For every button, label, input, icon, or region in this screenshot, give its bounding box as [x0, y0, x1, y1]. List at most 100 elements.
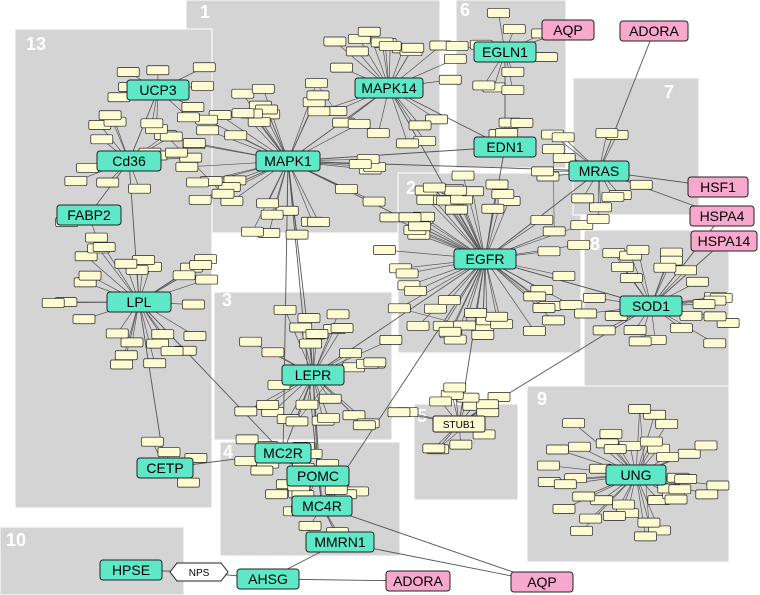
node-MAPK1: MAPK1	[255, 150, 321, 172]
node	[298, 520, 322, 531]
node	[574, 308, 597, 319]
node	[183, 331, 207, 341]
node	[141, 436, 164, 447]
node	[256, 198, 280, 209]
node	[601, 192, 625, 202]
node	[182, 138, 206, 148]
node	[191, 80, 215, 91]
region-label-1: 1	[200, 2, 210, 22]
node	[532, 303, 556, 313]
node	[612, 499, 635, 510]
node	[234, 456, 258, 466]
node-UCP3-box	[126, 79, 190, 101]
node-AQP_top-box	[541, 19, 595, 41]
node	[559, 300, 583, 310]
node-MAPK1-label: MAPK1	[264, 153, 312, 169]
edge-EDN1-EGFR	[484, 146, 506, 260]
edge	[484, 258, 535, 332]
node	[572, 491, 596, 502]
node	[422, 182, 446, 193]
node	[235, 434, 259, 445]
node-AQP_top: AQP	[541, 19, 595, 41]
node-MRAS-box	[568, 160, 630, 182]
node-STUB1: STUB1	[432, 415, 486, 433]
node	[128, 183, 151, 194]
region-label-5: 5	[417, 406, 427, 426]
node	[501, 66, 525, 77]
node-CETP: CETP	[136, 457, 194, 479]
node	[595, 128, 619, 138]
node	[330, 62, 353, 73]
node	[530, 215, 554, 225]
node	[639, 436, 663, 447]
node	[330, 323, 354, 333]
node-MAPK1-box	[255, 150, 321, 172]
node	[523, 326, 546, 336]
node-UNG-box	[605, 464, 667, 486]
node-MMRN1-box	[305, 531, 375, 553]
node-LPL: LPL	[106, 291, 172, 313]
node	[449, 439, 473, 450]
node	[534, 52, 558, 63]
region-label-6: 6	[460, 0, 470, 20]
edge	[472, 191, 486, 260]
node	[159, 131, 183, 142]
region-label-13: 13	[26, 34, 46, 54]
node	[261, 347, 285, 358]
node	[96, 177, 120, 188]
node-SOD1: SOD1	[619, 295, 683, 317]
node	[679, 311, 703, 321]
node	[387, 303, 411, 314]
node-LPL-box	[106, 291, 172, 313]
node	[703, 338, 727, 349]
node	[326, 309, 350, 320]
node	[352, 420, 376, 431]
node	[172, 270, 196, 281]
node	[379, 212, 403, 223]
node	[487, 8, 510, 18]
node-EDN1: EDN1	[473, 136, 537, 158]
node	[76, 162, 99, 173]
node-AQP_top-label: AQP	[553, 22, 583, 38]
edge	[284, 309, 314, 376]
node	[378, 41, 402, 51]
edge-MAPK1-EGFR	[287, 160, 486, 260]
node	[450, 194, 474, 205]
node	[299, 338, 322, 349]
node	[487, 392, 511, 402]
node	[247, 116, 271, 127]
node-ADORA_bot: ADORA	[385, 570, 451, 592]
edge-LPL-MC2R	[138, 301, 284, 454]
node	[305, 328, 329, 339]
node	[603, 511, 626, 521]
node-FABP2-box	[56, 204, 122, 226]
node	[603, 444, 627, 454]
node	[250, 465, 274, 476]
node-LEPR-label: LEPR	[295, 367, 332, 383]
node	[165, 147, 188, 158]
node	[114, 350, 138, 361]
node	[401, 42, 425, 53]
node	[471, 329, 495, 340]
node-HSPA14: HSPA14	[690, 230, 758, 252]
node-AHSG-label: AHSG	[248, 571, 288, 587]
node	[239, 336, 263, 347]
node	[160, 346, 184, 357]
node	[541, 144, 565, 155]
node-HSF1: HSF1	[687, 176, 749, 198]
node	[611, 262, 634, 272]
node	[686, 276, 709, 287]
node-UCP3-label: UCP3	[139, 82, 177, 98]
edge-LEPR-MC2R	[282, 374, 314, 454]
node-AQP_bot-label: AQP	[527, 574, 557, 590]
node	[589, 202, 612, 213]
node-MMRN1-label: MMRN1	[314, 534, 366, 550]
node-UNG-label: UNG	[620, 467, 651, 483]
node	[379, 335, 403, 345]
node	[90, 134, 114, 145]
node	[674, 474, 698, 484]
node	[189, 260, 213, 270]
node	[599, 429, 623, 439]
node-AQP_bot: AQP	[510, 571, 574, 593]
